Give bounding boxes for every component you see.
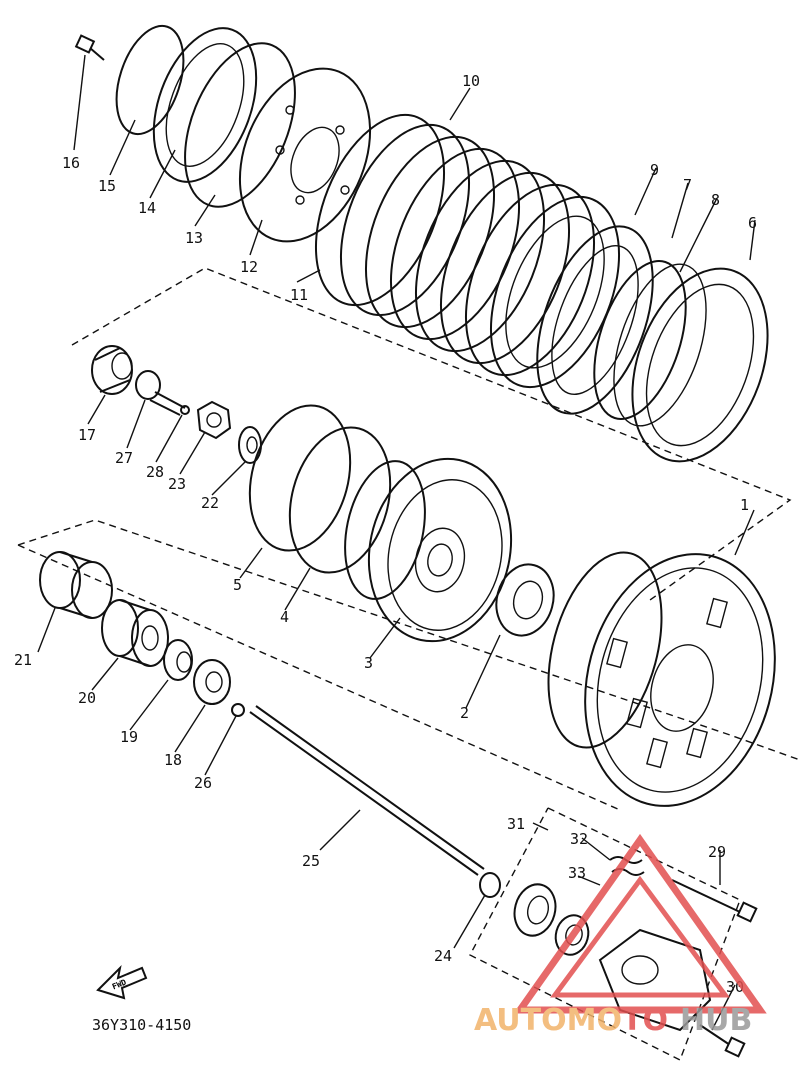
part-27-push-rod [135, 370, 186, 416]
part-16-bolt [74, 34, 105, 61]
callout-13: 13 [185, 229, 203, 247]
part-25-push-rod [249, 705, 485, 876]
part-18-washer [193, 659, 231, 705]
cover-assembly-outline [469, 807, 741, 1061]
callout-1: 1 [740, 496, 749, 514]
callout-29: 29 [708, 843, 726, 861]
part-1-clutch-housing [547, 551, 776, 807]
callout-19: 19 [120, 728, 138, 746]
part-12-pressure-plate [238, 67, 372, 243]
part-2-thrust-washer [495, 563, 555, 637]
callout-21: 21 [14, 651, 32, 669]
callout-7: 7 [683, 176, 692, 194]
callout-28: 28 [146, 463, 164, 481]
watermark-text-right: HUB [680, 1003, 752, 1038]
part-30-bolt [699, 1024, 746, 1058]
part-3-clutch-boss [344, 457, 513, 643]
part-26-ball [231, 703, 245, 717]
callout-6: 6 [748, 214, 757, 232]
callout-16: 16 [62, 154, 80, 172]
part-13-wire-ring [184, 42, 296, 208]
part-22-lock-washer [238, 426, 262, 464]
callout-18: 18 [164, 751, 182, 769]
callout-23: 23 [168, 475, 186, 493]
watermark-text-mid: TO [622, 1003, 668, 1038]
callout-2: 2 [460, 704, 469, 722]
callout-9: 9 [650, 161, 659, 179]
part-8-ring [613, 263, 707, 427]
part-5-ring [248, 404, 352, 552]
part-6-friction-plate [631, 267, 769, 463]
callout-15: 15 [98, 177, 116, 195]
callout-12: 12 [240, 258, 258, 276]
drawing-code: 36Y310-4150 [92, 1016, 191, 1034]
part-28-ring [180, 405, 190, 415]
callout-4: 4 [280, 608, 289, 626]
middle-outline-lower [17, 544, 621, 811]
fwd-arrow-icon: FWD [96, 964, 148, 1000]
callout-8: 8 [711, 191, 720, 209]
callout-26: 26 [194, 774, 212, 792]
callout-10: 10 [462, 72, 480, 90]
callout-24: 24 [434, 947, 452, 965]
part-19-bearing [163, 639, 193, 681]
upper-assembly-outline [71, 267, 792, 601]
part-21-bearing-cage [39, 551, 113, 619]
part-4-ring [288, 426, 392, 574]
part-14-spring-plate [152, 27, 258, 183]
watermark-triangle-icon [513, 833, 767, 1014]
callout-27: 27 [115, 449, 133, 467]
leader-lines [37, 54, 756, 1031]
callout-31: 31 [507, 815, 525, 833]
watermark-logo: AUTOMO TO HUB [474, 833, 767, 1038]
callout-5: 5 [233, 576, 242, 594]
callout-22: 22 [201, 494, 219, 512]
callout-20: 20 [78, 689, 96, 707]
callout-32: 32 [570, 830, 588, 848]
callout-3: 3 [364, 654, 373, 672]
part-29-bolt [671, 879, 758, 923]
part-7-circlip [593, 260, 687, 420]
part-9-toothed-plate [536, 225, 654, 415]
part-24-ball [479, 872, 501, 898]
callout-25: 25 [302, 852, 320, 870]
callout-14: 14 [138, 199, 156, 217]
part-10-11-plate-stack [314, 113, 621, 389]
part-20-collar [101, 599, 169, 667]
callout-11: 11 [290, 286, 308, 304]
part-15-plate [115, 24, 185, 136]
middle-assembly-outline [17, 519, 800, 761]
part-23-nut [196, 400, 232, 440]
callout-17: 17 [78, 426, 96, 444]
callout-33: 33 [568, 864, 586, 882]
part-17-bearing [91, 345, 133, 395]
watermark-text-left: AUTOMO [474, 1003, 622, 1038]
